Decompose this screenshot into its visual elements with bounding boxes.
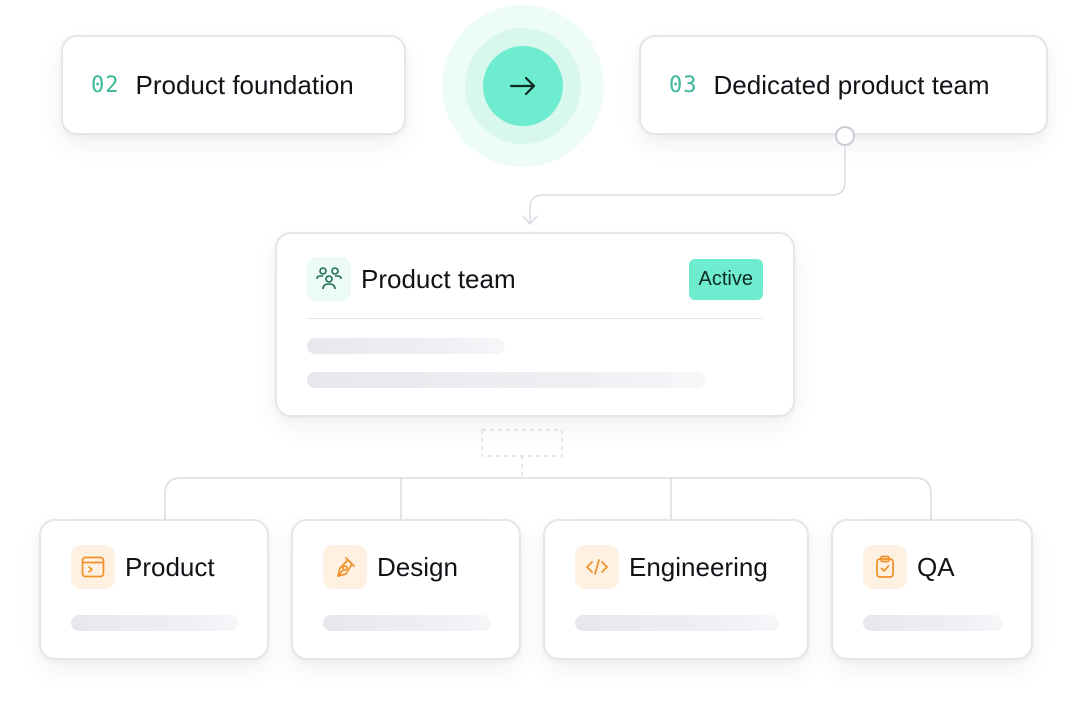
step-title: Product foundation <box>135 69 354 100</box>
next-step-button[interactable] <box>483 46 563 126</box>
skeleton-line <box>863 615 1003 631</box>
role-title: Design <box>377 551 458 582</box>
role-card-qa[interactable]: QA <box>831 519 1033 660</box>
connector-step-to-team <box>529 146 846 224</box>
role-title: Engineering <box>629 551 768 582</box>
step-card-product-foundation[interactable]: 02 Product foundation <box>61 35 406 135</box>
team-icon <box>307 257 351 301</box>
skeleton-line <box>71 615 239 631</box>
step-card-dedicated-product-team[interactable]: 03 Dedicated product team <box>639 35 1048 135</box>
role-card-header: QA <box>863 545 955 589</box>
role-card-header: Design <box>323 545 458 589</box>
code-brackets-icon <box>575 545 619 589</box>
pen-nib-icon <box>323 545 367 589</box>
product-team-card[interactable]: Product team Active <box>275 232 795 417</box>
connector-branch <box>164 477 932 519</box>
role-title: Product <box>125 551 215 582</box>
terminal-window-icon <box>71 545 115 589</box>
role-card-product[interactable]: Product <box>39 519 269 660</box>
step-number: 03 <box>669 72 698 98</box>
skeleton-line <box>307 372 705 388</box>
step-number: 02 <box>91 72 120 98</box>
role-card-engineering[interactable]: Engineering <box>543 519 809 660</box>
role-card-header: Product <box>71 545 215 589</box>
status-badge: Active <box>688 258 763 300</box>
skeleton-line <box>307 338 505 354</box>
connector-arrowhead <box>522 215 538 226</box>
team-card-header: Product team Active <box>307 256 763 302</box>
clipboard-check-icon <box>863 545 907 589</box>
arrow-right-icon <box>509 76 536 96</box>
connector-node <box>835 126 855 146</box>
connector-dashed-box <box>481 429 563 457</box>
skeleton-line <box>323 615 491 631</box>
team-card-title: Product team <box>361 263 516 294</box>
step-title: Dedicated product team <box>713 69 990 100</box>
skeleton-line <box>575 615 779 631</box>
role-card-header: Engineering <box>575 545 768 589</box>
divider <box>307 318 763 319</box>
role-card-design[interactable]: Design <box>291 519 521 660</box>
role-title: QA <box>917 551 955 582</box>
